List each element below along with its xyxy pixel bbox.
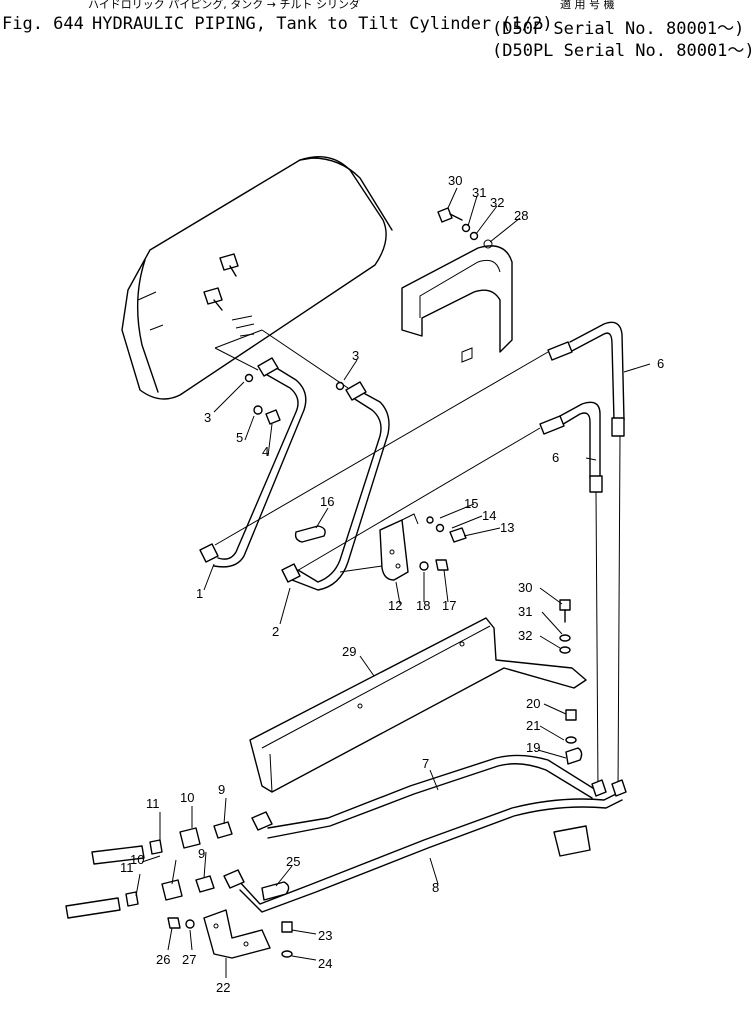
nut-17	[435, 559, 449, 571]
o-ring-3-left	[244, 373, 254, 383]
callout-7: 7	[422, 756, 429, 771]
callout-31-right: 31	[518, 604, 532, 619]
callout-2: 2	[272, 624, 279, 639]
callout-3-upper: 3	[352, 348, 359, 363]
callout-25: 25	[286, 854, 300, 869]
figure-title: HYDRAULIC PIPING, Tank to Tilt Cylinder …	[92, 14, 553, 34]
callout-11-lower: 11	[120, 860, 134, 875]
cover-28	[401, 239, 513, 363]
callout-26: 26	[156, 952, 170, 967]
callout-27: 27	[182, 952, 196, 967]
callout-15: 15	[464, 496, 478, 511]
callout-14: 14	[482, 508, 496, 523]
callout-4: 4	[262, 444, 269, 459]
bracket-22	[203, 909, 271, 959]
callout-23: 23	[318, 928, 332, 943]
hose-6-extension-lines	[595, 435, 621, 791]
clamp-25	[261, 881, 290, 901]
callout-19: 19	[526, 740, 540, 755]
bolt-30-right	[559, 599, 571, 654]
hose-6-upper	[547, 321, 625, 437]
callout-9-upper: 9	[218, 782, 225, 797]
hose-end-11-upper	[91, 839, 163, 865]
leader-lines	[135, 187, 651, 978]
callout-5: 5	[236, 430, 243, 445]
callout-21: 21	[526, 718, 540, 733]
callout-9-lower: 9	[198, 846, 205, 861]
callout-labels: 30 31 32 28 3 6 3 5 4 6 16 15 14 13 1 2 …	[120, 173, 664, 995]
bracket-12	[339, 513, 419, 581]
parts-diagram: 30 31 32 28 3 6 3 5 4 6 16 15 14 13 1 2 …	[65, 156, 664, 995]
callout-13: 13	[500, 520, 514, 535]
adapter-10-upper	[179, 827, 201, 849]
pipe-2	[281, 381, 390, 591]
clamp-16	[294, 525, 326, 543]
callout-32-right: 32	[518, 628, 532, 643]
callout-20: 20	[526, 696, 540, 711]
applicable-models-jp: 適 用 号 機	[560, 0, 615, 11]
callout-28: 28	[514, 208, 528, 223]
hydraulic-tank	[121, 156, 393, 400]
callout-31-top: 31	[472, 185, 486, 200]
bolt-20-washer-21	[565, 709, 577, 744]
centerlines	[214, 351, 549, 576]
tilt-cylinder-block	[553, 825, 591, 857]
callout-29: 29	[342, 644, 356, 659]
callout-10-upper: 10	[180, 790, 194, 805]
callout-16: 16	[320, 494, 334, 509]
callout-24: 24	[318, 956, 332, 971]
bolt-23-washer-24	[281, 921, 293, 958]
callout-12: 12	[388, 598, 402, 613]
washer-18	[419, 561, 429, 571]
tube-7	[251, 754, 607, 839]
bolt-30-top	[437, 207, 479, 241]
callout-8: 8	[432, 880, 439, 895]
callout-18: 18	[416, 598, 430, 613]
callout-10-lower: 10	[130, 852, 144, 867]
tube-8	[223, 779, 627, 913]
frame-29	[249, 617, 587, 793]
clamp-19	[565, 747, 583, 765]
o-ring-3-right	[335, 381, 345, 391]
callout-32-top: 32	[490, 195, 504, 210]
hose-6-lower	[539, 401, 603, 493]
callout-30-right: 30	[518, 580, 532, 595]
callout-6-upper: 6	[657, 356, 664, 371]
bolt-13-washers	[426, 516, 467, 543]
callout-17: 17	[442, 598, 456, 613]
connector-9-lower	[195, 875, 215, 893]
callout-1: 1	[196, 586, 203, 601]
nut-26	[167, 917, 181, 929]
washer-27	[185, 919, 195, 929]
callout-22: 22	[216, 980, 230, 995]
model-line-1: (D50P Serial No. 80001～)	[492, 19, 745, 39]
connector-9-upper	[213, 821, 233, 839]
model-line-2: (D50PL Serial No. 80001～)	[492, 41, 755, 61]
callout-6-lower: 6	[552, 450, 559, 465]
pipe-1	[199, 357, 307, 568]
figure-number: Fig. 644	[2, 14, 84, 34]
callout-3-lower: 3	[204, 410, 211, 425]
callout-30-top: 30	[448, 173, 462, 188]
hose-end-11-lower	[65, 891, 139, 919]
japanese-title: ハイドロリック パイピング, タンク → チルト シリンダ	[88, 0, 360, 11]
callout-11-upper: 11	[146, 796, 160, 811]
bolt-4-washer-5	[253, 405, 281, 425]
